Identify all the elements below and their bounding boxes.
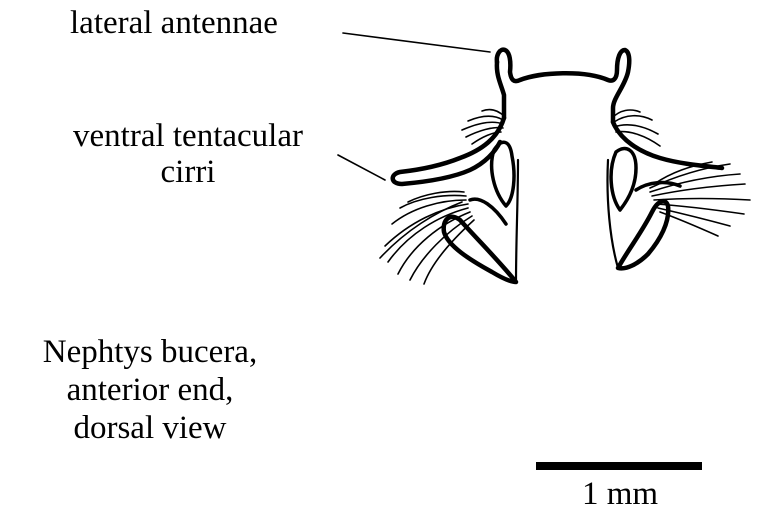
figure-caption: Nephtys bucera, anterior end, dorsal vie… [0, 333, 300, 447]
left-upper-lobe [492, 142, 514, 206]
prostomium-outline [497, 50, 629, 122]
right-upper-chaetae [612, 110, 660, 146]
scale-bar-label: 1 mm [535, 476, 705, 512]
label-ventral-tentacular-cirri: ventral tentacular cirri [38, 118, 338, 190]
left-inner-curve [470, 199, 506, 224]
leader-line-lateral-antennae [343, 33, 490, 52]
label-ventral-line1: ventral tentacular [38, 118, 338, 154]
caption-line2: anterior end, [0, 371, 300, 409]
left-upper-chaetae [462, 110, 505, 144]
left-lower-chaetae [380, 191, 474, 284]
caption-line3: dorsal view [0, 409, 300, 447]
right-ventral-cirrus [613, 122, 722, 168]
left-lower-lobe [444, 217, 516, 282]
leader-line-ventral-cirri [338, 155, 385, 180]
caption-line1: Nephtys bucera, [0, 333, 300, 371]
right-lower-lobe [618, 201, 668, 268]
left-body-margin [516, 160, 518, 282]
label-ventral-line2: cirri [38, 154, 338, 190]
right-upper-lobe [611, 149, 636, 210]
left-ventral-cirrus [393, 118, 504, 184]
prostomium-left-side [497, 62, 504, 118]
label-lateral-antennae: lateral antennae [70, 5, 278, 41]
